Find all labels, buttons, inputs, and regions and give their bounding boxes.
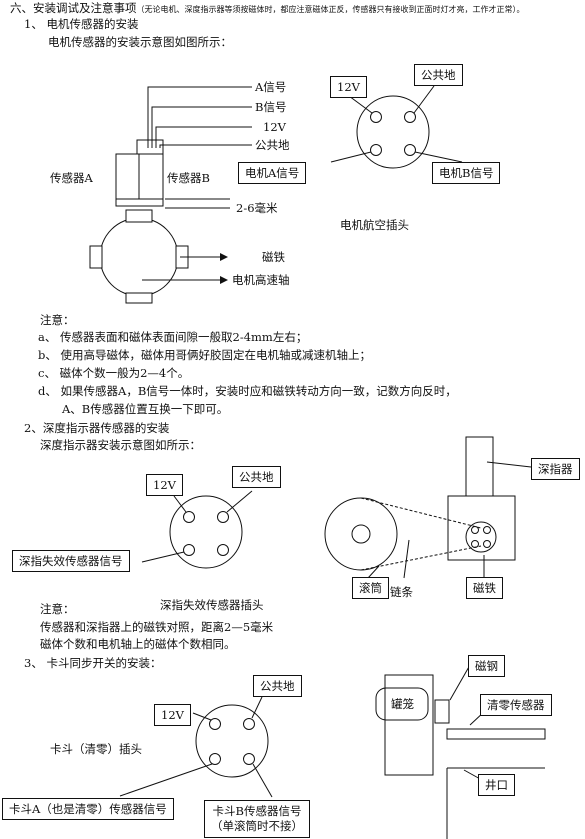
cage-label: 罐笼: [391, 697, 414, 711]
zero-sensor-label: 清零传感器: [480, 694, 552, 716]
note-d-cont: A、B传感器位置互换一下即可。: [62, 402, 229, 416]
bucket-b-signal-line1: 卡斗B传感器信号: [212, 804, 302, 818]
note-d: d、 如果传感器A，B信号一体时，安装时应和磁铁转动方向一致，记数方向反时，: [38, 384, 457, 398]
bucket-plug-ground-label: 公共地: [253, 675, 302, 697]
section-1-heading: 1、 电机传感器的安装: [24, 17, 139, 31]
plug-12v-label: 12V: [330, 76, 367, 98]
notes-2-title: 注意：: [40, 602, 75, 616]
bucket-plug-name: 卡斗（清零）插头: [50, 742, 142, 756]
plug-name: 电机航空插头: [340, 218, 409, 232]
section-6-title: 六、安装调试及注意事项（无论电机、深度指示器等须按磁体时，都应注意磁体正反，传感…: [10, 1, 525, 15]
section-6-title-note: （无论电机、深度指示器等须按磁体时，都应注意磁体正反，传感器只有接收到正面时灯才…: [136, 5, 525, 14]
notes-1-title: 注意：: [40, 313, 75, 327]
label-12v: 12V: [263, 120, 286, 134]
label-a-signal: A信号: [255, 80, 287, 94]
bucket-switch-diagram: [119, 657, 546, 839]
depth-plug-12v-label: 12V: [146, 474, 183, 496]
bucket-plug-12v-label: 12V: [154, 704, 191, 726]
drum-label: 滚筒: [352, 577, 389, 599]
depth-indicator-diagram: [141, 436, 532, 579]
section-2-heading: 2、深度指示器传感器的安装: [24, 421, 170, 435]
plug-ground-label: 公共地: [414, 64, 463, 86]
plug-b-signal-label: 电机B信号: [432, 162, 501, 184]
note-b: b、 使用高导磁体，磁体用哥俩好胶固定在电机轴或减速机轴上；: [38, 348, 372, 362]
chain-label: 链条: [390, 585, 413, 599]
note-c: c、 磁体个数一般为2—4个。: [38, 366, 190, 380]
depth-magnet-label: 磁铁: [466, 577, 503, 599]
label-b-signal: B信号: [255, 100, 287, 114]
depth-plug-name: 深指失效传感器插头: [160, 598, 264, 612]
label-sensor-b: 传感器B: [167, 171, 210, 185]
bucket-a-signal-label: 卡斗A（也是清零）传感器信号: [2, 798, 174, 820]
note-2-2: 磁体个数和电机轴上的磁体个数相同。: [40, 637, 236, 651]
depth-indicator-label: 深指器: [531, 458, 580, 480]
well-mouth-label: 井口: [478, 774, 515, 796]
plug-a-signal-label: 电机A信号: [238, 162, 307, 184]
label-sensor-a: 传感器A: [50, 171, 93, 185]
bucket-b-signal-line2: （单滚筒时不接）: [211, 819, 303, 833]
label-common-ground: 公共地: [255, 138, 290, 152]
label-gap: 2-6毫米: [236, 201, 278, 215]
motor-sensor-diagram: [89, 85, 463, 304]
depth-plug-ground-label: 公共地: [232, 466, 281, 488]
bucket-b-signal-label: 卡斗B传感器信号 （单滚筒时不接）: [204, 800, 310, 838]
note-2-1: 传感器和深指器上的磁铁对照，距离2—5毫米: [40, 620, 274, 634]
section-2-intro: 深度指示器安装示意图如所示：: [40, 438, 201, 452]
label-magnet: 磁铁: [262, 250, 285, 264]
magnetic-steel-label: 磁钢: [468, 655, 505, 677]
section-3-heading: 3、 卡斗同步开关的安装：: [24, 656, 162, 670]
depth-plug-signal-label: 深指失效传感器信号: [12, 550, 130, 572]
note-a: a、 传感器表面和磁体表面间隙一般取2-4mm左右；: [38, 330, 308, 344]
label-motor-shaft: 电机高速轴: [232, 273, 290, 287]
section-1-intro: 电机传感器的安装示意图如图所示：: [48, 35, 232, 49]
